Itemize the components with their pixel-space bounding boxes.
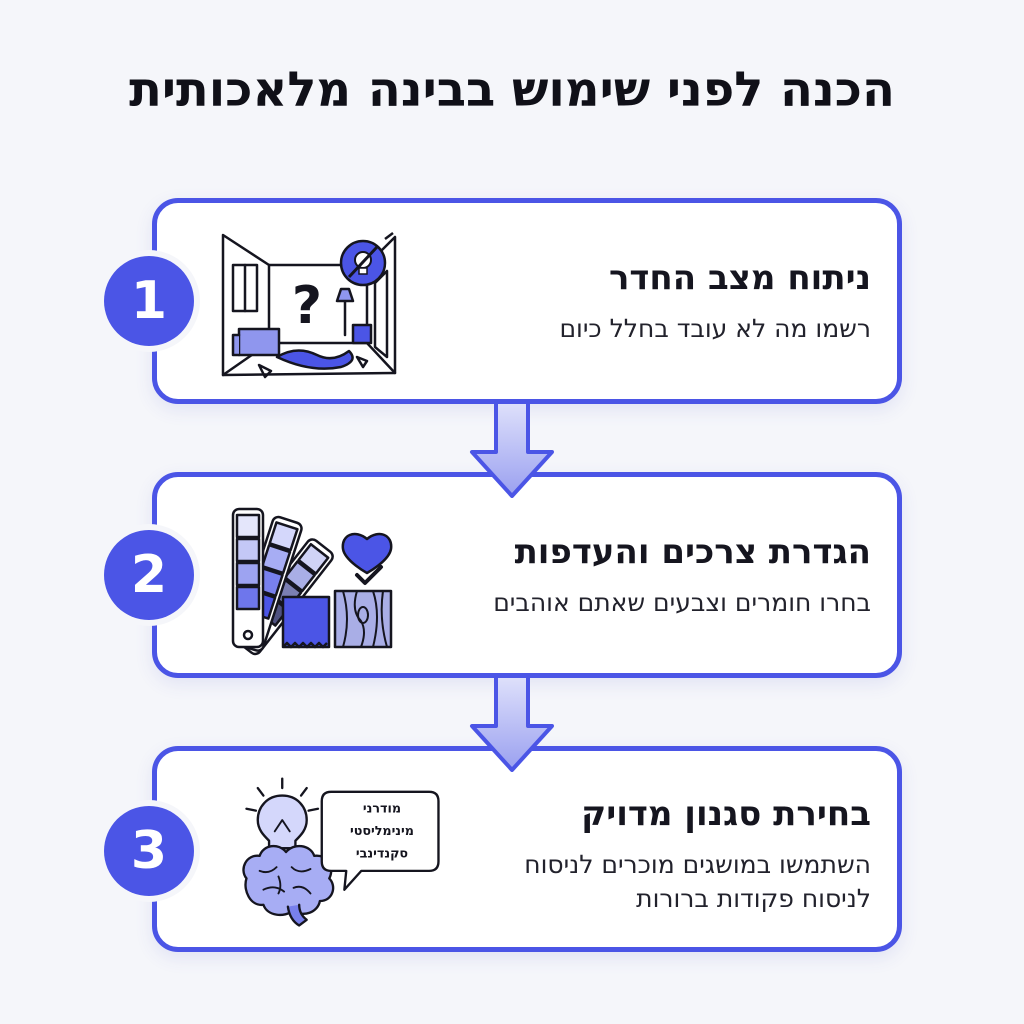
color-swatches-icon	[231, 507, 393, 656]
step-card: הגדרת צרכים והעדפות בחרו חומרים וצבעים ש…	[152, 472, 902, 678]
step-description-line: לניסוח פקודות ברורות	[636, 883, 871, 913]
messy-room-icon: ?	[221, 232, 397, 379]
step-description-line: השתמשו במושגים מוכרים לניסוח	[524, 850, 871, 880]
brain-idea-icon: מודרני מינימליסטי סקנדינבי	[242, 777, 440, 927]
down-arrow-icon	[470, 402, 554, 498]
down-arrow-icon	[470, 676, 554, 772]
speech-bubble-line: מינימליסטי	[350, 823, 414, 838]
step-heading: בחירת סגנון מדויק	[581, 794, 871, 834]
speech-bubble-line: מודרני	[363, 801, 401, 816]
step-card: ? ניתוח מצב החדר רשמו מה לא עובד בחלל כי…	[152, 198, 902, 404]
step-number-badge: 2	[104, 530, 194, 620]
step-description: בחרו חומרים וצבעים שאתם אוהבים	[493, 588, 871, 618]
step-text: ניתוח מצב החדר רשמו מה לא עובד בחלל כיום	[441, 258, 871, 346]
step-description: השתמשו במושגים מוכרים לניסוח לניסוח פקוד…	[441, 848, 871, 916]
step-text: בחירת סגנון מדויק השתמשו במושגים מוכרים …	[441, 794, 871, 916]
step-number-badge: 1	[104, 256, 194, 346]
step-number-badge: 3	[104, 806, 194, 896]
step-heading: הגדרת צרכים והעדפות	[514, 532, 871, 572]
speech-bubble-line: סקנדינבי	[356, 846, 408, 861]
page-title: הכנה לפני שימוש בבינה מלאכותית	[129, 62, 895, 118]
step-description: רשמו מה לא עובד בחלל כיום	[559, 314, 871, 344]
step-heading: ניתוח מצב החדר	[608, 258, 871, 298]
step-card: מודרני מינימליסטי סקנדינבי בחירת סגנון מ…	[152, 746, 902, 952]
step-text: הגדרת צרכים והעדפות בחרו חומרים וצבעים ש…	[441, 532, 871, 620]
svg-text:?: ?	[292, 276, 322, 336]
